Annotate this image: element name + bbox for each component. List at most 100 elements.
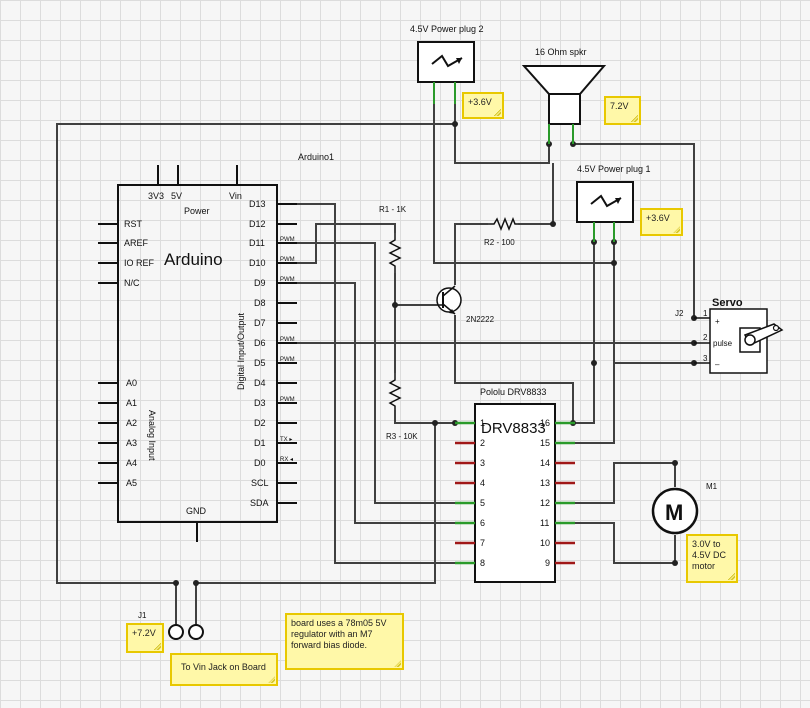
drv-pin-12: 12 (540, 498, 550, 508)
pin-a2: A2 (126, 418, 137, 428)
rx-label: RX ◂ (280, 457, 293, 463)
junction-dot (672, 460, 678, 466)
wire-emitter (454, 315, 574, 423)
junction-dot (392, 302, 398, 308)
pin-d6: D6 (254, 338, 266, 348)
pin-d0: D0 (254, 458, 266, 468)
pin-a0: A0 (126, 378, 137, 388)
arduino-title: Arduino1 (298, 152, 334, 162)
note-vin-jack[interactable]: To Vin Jack on Board (170, 653, 278, 686)
pwm-label: PWM (280, 257, 295, 263)
wire-plug2-pos (433, 104, 456, 285)
lightning-icon (590, 194, 622, 208)
motor-symbol: M (665, 500, 683, 525)
speaker-icon (521, 65, 607, 95)
note-3v6-b[interactable]: +3.6V (640, 208, 683, 236)
drv-pin-10: 10 (540, 538, 550, 548)
junction-dot (193, 580, 199, 586)
digital-io-label: Digital Input/Output (236, 312, 246, 390)
transistor-label: 2N2222 (466, 315, 495, 324)
r2-label: R2 - 100 (484, 238, 515, 247)
wire-spkr-b (573, 143, 695, 318)
drv-pin-14: 14 (540, 458, 550, 468)
note-7v2-jack[interactable]: +7.2V (126, 623, 164, 653)
pin-d8: D8 (254, 298, 266, 308)
dc-jack[interactable]: J1 (138, 611, 204, 640)
arduino-board[interactable]: Arduino1 Arduino Power 3V3 5V Vin RST AR… (98, 152, 334, 542)
drv-pin-4: 4 (480, 478, 485, 488)
r3-label: R3 - 10K (386, 432, 418, 441)
pin-scl: SCL (251, 478, 269, 488)
power-plug-1[interactable]: 4.5V Power plug 1 (576, 164, 651, 242)
drv-pin-15: 15 (540, 438, 550, 448)
wire-vin-loop (56, 123, 455, 584)
drv-pin-16: 16 (540, 418, 550, 428)
pwm-label: PWM (280, 357, 295, 363)
drv-pin-9: 9 (545, 558, 550, 568)
wire-r3-bottom (394, 410, 475, 424)
note-text: To Vin Jack on Board (181, 662, 266, 672)
junction-dot (550, 221, 556, 227)
pin-d10: D10 (249, 258, 266, 268)
transistor-2n2222[interactable] (436, 285, 462, 315)
arduino-power-label: Power (184, 206, 210, 216)
drv-pin-2: 2 (480, 438, 485, 448)
lightning-icon (431, 54, 463, 68)
tx-label: TX ▸ (280, 437, 292, 443)
wire-d10 (297, 242, 475, 504)
junction-dot (432, 420, 438, 426)
pin-aref: AREF (124, 238, 149, 248)
jack-ref: J1 (138, 611, 147, 620)
note-regulator[interactable]: board uses a 78m05 5V regulator with an … (285, 613, 404, 670)
wires (56, 104, 695, 625)
power-plug-1-label: 4.5V Power plug 1 (577, 164, 651, 174)
analog-input-label: Analog Input (147, 410, 157, 461)
note-text: 7.2V (610, 101, 629, 111)
servo-title: Servo (712, 297, 743, 309)
r1-label: R1 - 1K (379, 205, 407, 214)
wire-d11 (297, 223, 396, 244)
drv-pin-11: 11 (540, 518, 549, 528)
note-motor[interactable]: 3.0V to 4.5V DC motor (686, 534, 738, 583)
wire-r2-left (454, 223, 488, 285)
wire-drv12 (555, 462, 676, 504)
arduino-name: Arduino (164, 250, 223, 269)
pin-nc: N/C (124, 278, 140, 288)
pin-ioref: IO REF (124, 258, 155, 268)
driver-name: DRV8833 (481, 420, 546, 437)
resistor-r1[interactable] (388, 233, 402, 273)
speaker-label: 16 Ohm spkr (535, 47, 587, 57)
speaker[interactable]: 16 Ohm spkr (521, 47, 607, 144)
note-3v6-a[interactable]: +3.6V (462, 92, 504, 119)
servo-horn-icon (739, 323, 784, 353)
wire-spkr-a (454, 124, 550, 164)
servo-ref: J2 (675, 309, 684, 318)
wire-drv11 (555, 522, 676, 564)
note-text: +7.2V (132, 628, 156, 638)
pin-vin: Vin (229, 191, 242, 201)
pwm-label: PWM (280, 337, 295, 343)
pin-d13: D13 (249, 199, 266, 209)
note-text: +3.6V (646, 213, 670, 223)
pin-d1: D1 (254, 438, 266, 448)
pin-d2: D2 (254, 418, 266, 428)
pin-a5: A5 (126, 478, 137, 488)
resistor-r3[interactable] (388, 373, 402, 410)
drv8833-driver[interactable]: Pololu DRV8833 DRV8833 1 2 3 (455, 387, 575, 583)
pwm-label: PWM (280, 397, 295, 403)
wire-plug1-a (573, 242, 595, 424)
resistor-r2[interactable] (488, 216, 518, 232)
drv-pin-3: 3 (480, 458, 485, 468)
pin-d7: D7 (254, 318, 266, 328)
note-7v2[interactable]: 7.2V (604, 96, 641, 125)
servo[interactable]: Servo J2 1 2 3 + pulse – (675, 297, 784, 374)
dc-motor[interactable]: M1 M (651, 482, 718, 535)
servo-pin-2: 2 (703, 333, 708, 342)
pwm-label: PWM (280, 277, 295, 283)
drv-pin-6: 6 (480, 518, 485, 528)
power-plug-2[interactable]: 4.5V Power plug 2 (410, 24, 484, 104)
pin-5v: 5V (171, 191, 182, 201)
pin-a1: A1 (126, 398, 137, 408)
